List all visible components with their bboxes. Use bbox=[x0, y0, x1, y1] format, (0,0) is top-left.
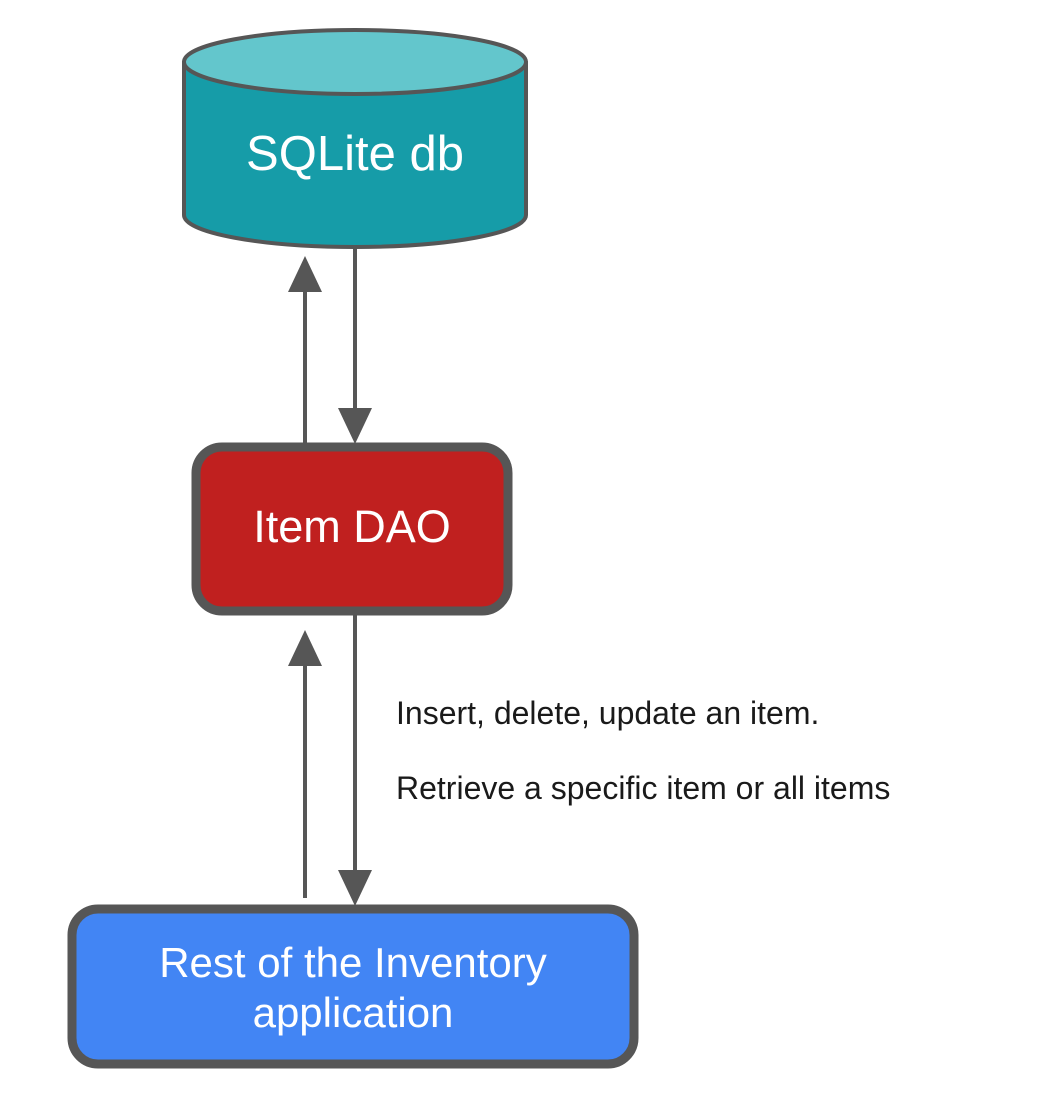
node-item-dao[interactable] bbox=[191, 442, 513, 616]
inventory-app-shape bbox=[67, 904, 639, 1069]
edge-app-to-dao-arrowhead bbox=[288, 630, 322, 666]
edge-db-to-dao bbox=[338, 247, 372, 444]
edge-app-to-dao bbox=[288, 630, 322, 898]
edge-annotation-retrieval: Retrieve a specific item or all items bbox=[396, 770, 891, 806]
item-dao-shape bbox=[191, 442, 513, 616]
edge-annotation-operations: Insert, delete, update an item. bbox=[396, 695, 820, 731]
edge-dao-to-db-arrowhead bbox=[288, 256, 322, 292]
edge-db-to-dao-arrowhead bbox=[338, 408, 372, 444]
node-inventory-app[interactable] bbox=[67, 904, 639, 1069]
cylinder-top bbox=[182, 28, 528, 96]
cylinder-body bbox=[182, 60, 528, 249]
edge-dao-to-app bbox=[338, 614, 372, 906]
edge-dao-to-app-arrowhead bbox=[338, 870, 372, 906]
node-sqlite-db[interactable] bbox=[182, 28, 528, 249]
